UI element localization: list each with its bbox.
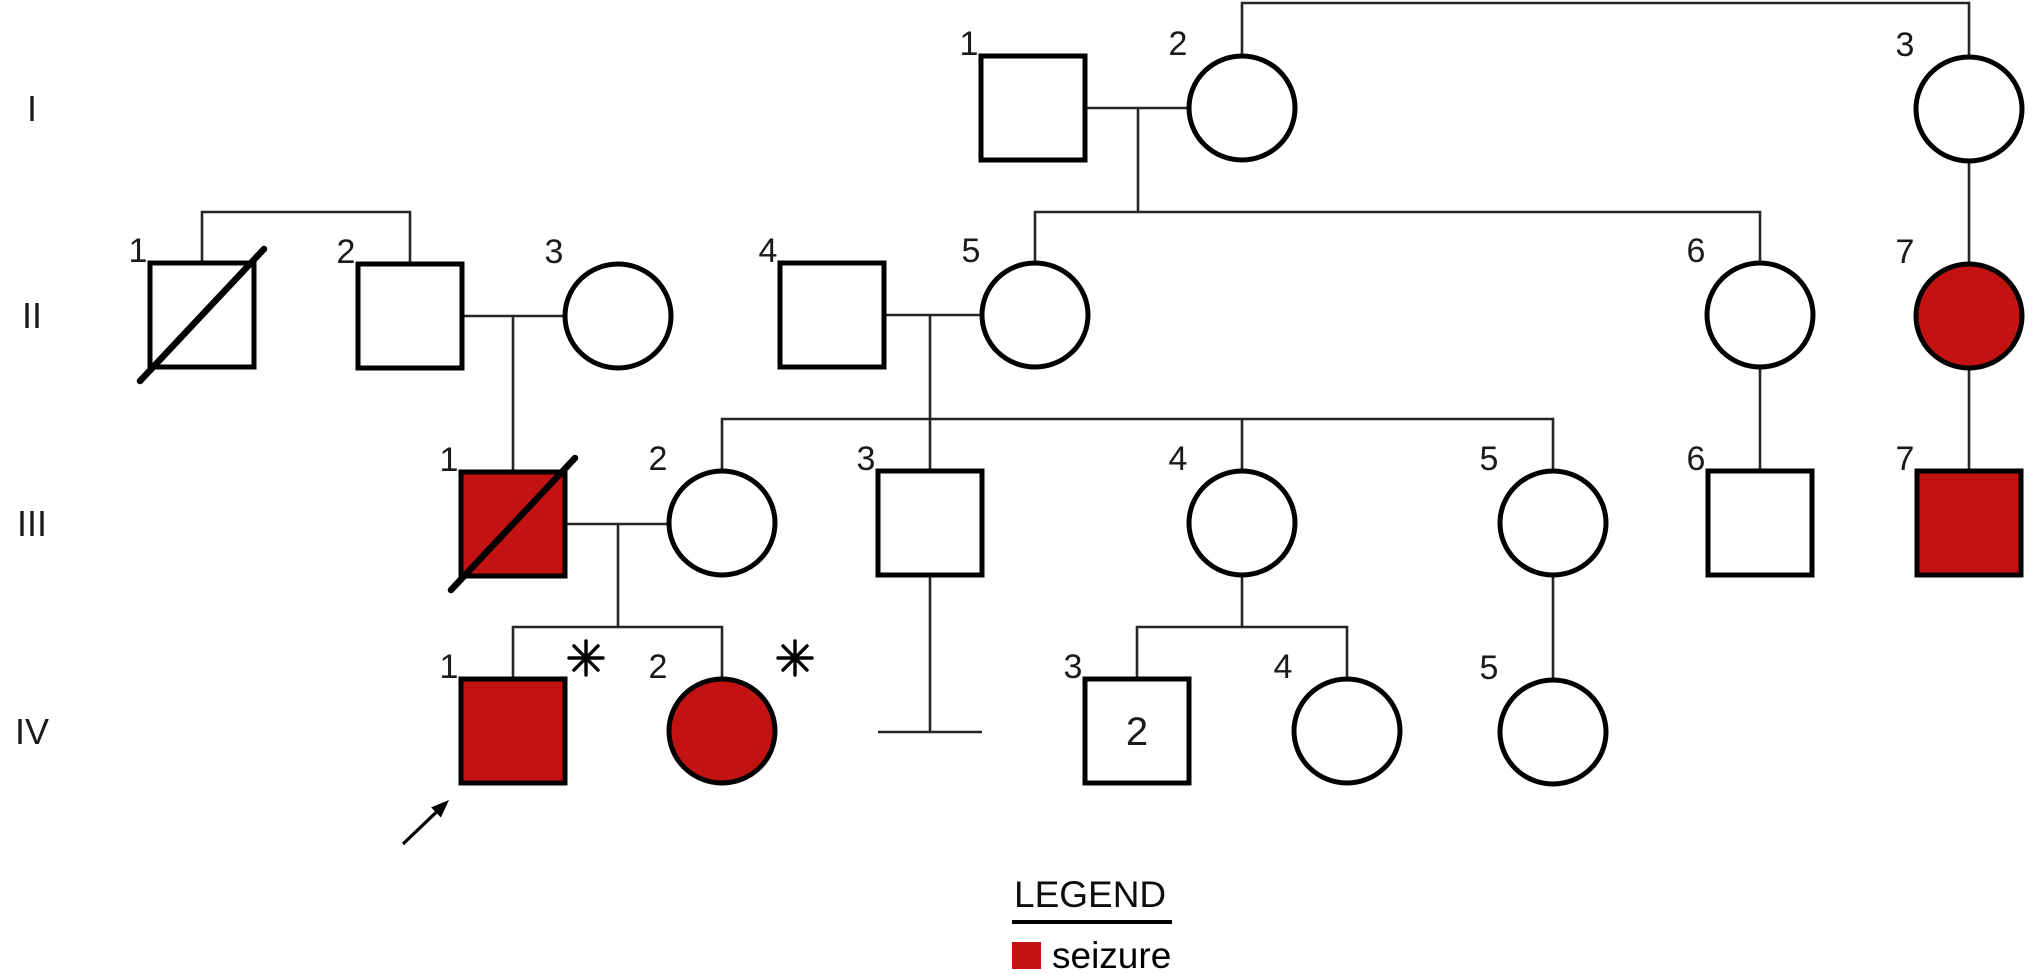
legend-title: LEGEND [1012,876,1173,924]
individual-number-I-2: 2 [1169,25,1188,63]
individual-number-IV-5: 5 [1480,649,1499,687]
individual-II-6 [1704,260,1816,370]
connector-lines-layer [200,1,1971,734]
sibship-line-genII [1033,210,1762,263]
individual-number-I-1: 1 [960,25,979,63]
individual-number-IV-3: 3 [1064,648,1083,686]
sibship-line-I2-I3 [1240,1,1971,57]
generation-label-III: III [17,503,47,544]
generation-label-IV: IV [15,711,49,752]
individual-I-1 [978,53,1088,163]
individual-I-2 [1186,53,1298,163]
individual-III-7 [1914,468,2024,578]
individual-II-7 [1913,261,2025,371]
sibship-line-IV1-IV2 [511,625,724,680]
individual-III-3 [875,468,985,578]
individual-IV-1 [458,676,568,786]
individual-number-III-6: 6 [1687,440,1706,478]
generation-label-I: I [27,88,37,129]
proband-arrow-IV-1 [401,800,449,846]
generation-label-II: II [22,295,42,336]
individual-number-II-3: 3 [545,233,564,271]
individual-number-III-7: 7 [1896,440,1915,478]
individual-number-II-1: 1 [129,232,148,270]
individual-number-IV-1: 1 [440,648,459,686]
individual-number-III-5: 5 [1480,440,1499,478]
individuals-layer [147,53,2025,787]
individual-number-III-4: 4 [1169,440,1188,478]
individual-III-6 [1705,468,1815,578]
sibship-line-genIII [720,417,1555,471]
individual-II-3 [562,261,674,371]
individual-III-5 [1497,468,1609,578]
deceased-slash-III-1 [447,454,579,594]
individual-IV-5 [1497,677,1609,787]
individual-number-IV-4: 4 [1274,648,1293,686]
legend: LEGEND seizure [1012,876,1173,974]
legend-item-seizure: seizure [1012,937,1172,974]
individual-III-4 [1186,468,1298,578]
asterisk-mark-IV-1 [567,639,605,677]
individual-II-2 [355,261,465,371]
individual-II-4 [777,260,887,370]
individual-IV-2 [666,676,778,786]
asterisk-mark-IV-2 [776,639,814,677]
deceased-slash-II-1 [136,245,268,385]
sibship-line-II1-II2 [200,210,412,264]
individual-number-II-7: 7 [1896,233,1915,271]
individual-number-III-1: 1 [440,441,459,479]
individual-number-III-3: 3 [857,440,876,478]
inner-count-label-IV-3: 2 [1126,710,1148,754]
marks-layer [136,245,814,846]
individual-IV-3 [1082,676,1192,786]
individual-number-III-2: 2 [649,440,668,478]
individual-II-5 [979,260,1091,370]
individual-number-II-4: 4 [759,232,778,270]
individual-number-I-3: 3 [1896,26,1915,64]
individual-I-3 [1913,54,2025,164]
seizure-swatch [1012,942,1041,969]
seizure-label: seizure [1052,935,1172,974]
sibship-line-IV3-IV4 [1135,625,1349,680]
individual-number-II-2: 2 [337,233,356,271]
individual-number-IV-2: 2 [649,648,668,686]
individual-number-II-6: 6 [1687,232,1706,270]
individual-III-2 [666,468,778,578]
individual-IV-4 [1291,676,1403,786]
individual-number-II-5: 5 [962,232,981,270]
